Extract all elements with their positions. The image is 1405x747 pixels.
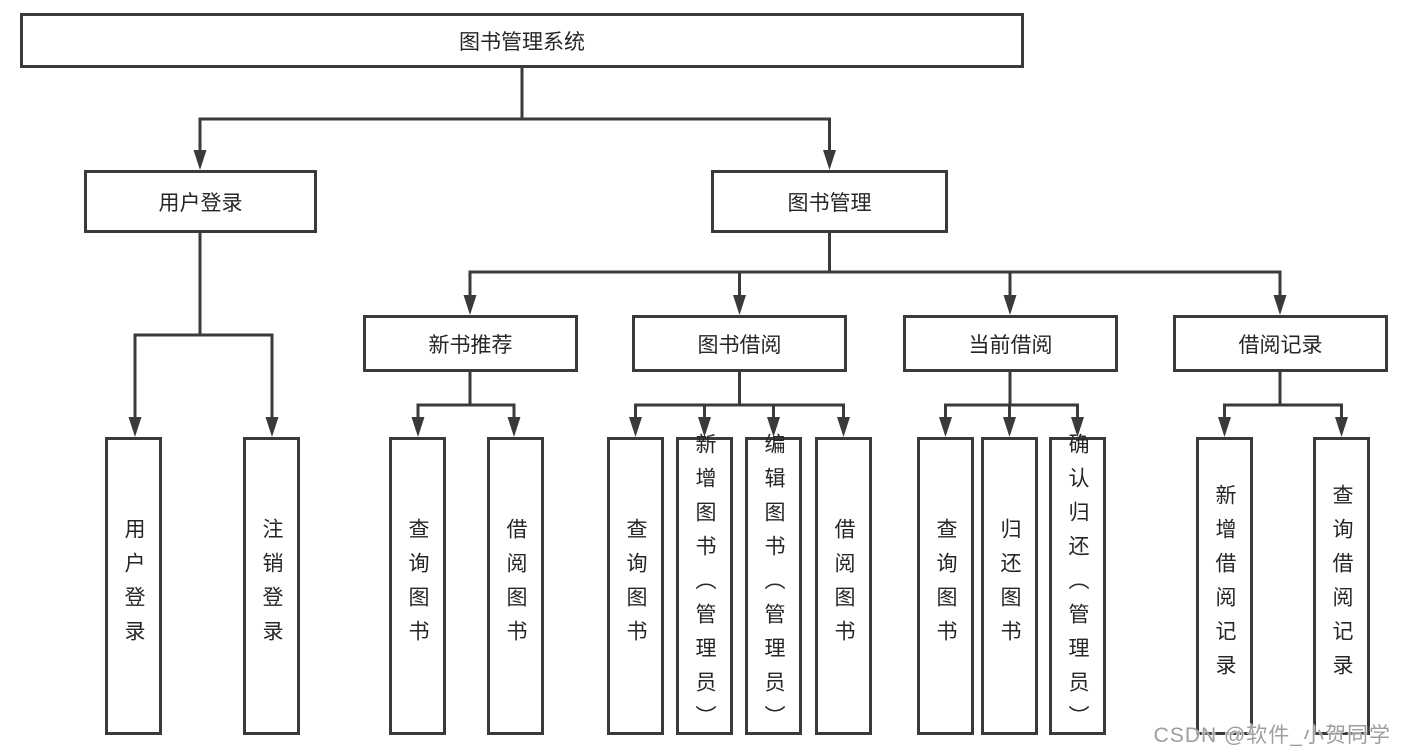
arrowheads: [128, 150, 1348, 437]
connector-borrow-record-branch: [1223, 372, 1343, 420]
leaf-user-login: 用户登录: [105, 437, 162, 735]
arrowhead-icon: [463, 295, 477, 315]
leaf-current-query-books: 查询图书: [917, 437, 974, 735]
node-new-book-recommend: 新书推荐: [363, 315, 578, 372]
leaf-borrow-borrow-books-label: 借阅图书: [832, 518, 855, 654]
leaf-newbook-query-books-label: 查询图书: [406, 518, 429, 654]
arrowhead-icon: [837, 417, 850, 437]
node-current-borrow: 当前借阅: [903, 315, 1118, 372]
arrowhead-icon: [1071, 417, 1084, 437]
arrowhead-icon: [629, 417, 642, 437]
leaf-newbook-borrow-books: 借阅图书: [487, 437, 544, 735]
node-root: 图书管理系统: [20, 13, 1024, 68]
arrowhead-icon: [1003, 295, 1017, 315]
node-root-label: 图书管理系统: [459, 30, 585, 54]
node-book-borrow-label: 图书借阅: [697, 333, 782, 357]
arrowhead-icon: [1273, 295, 1287, 315]
watermark-csdn: CSDN @软件_小贺同学: [1153, 724, 1391, 747]
leaf-current-return-books: 归还图书: [981, 437, 1038, 735]
connector-book-management-to-level3: [468, 233, 1282, 298]
leaf-borrow-edit-books-admin: 编辑图书（管理员）: [745, 433, 802, 739]
arrowhead-icon: [698, 417, 711, 437]
leaf-records-add-record-label: 新增借阅记录: [1213, 484, 1236, 688]
node-user-login: 用户登录: [84, 170, 317, 233]
arrowhead-icon: [128, 417, 142, 437]
connector-book-borrow-branch: [634, 372, 845, 420]
leaf-records-query-record: 查询借阅记录: [1313, 437, 1370, 735]
leaf-borrow-add-books-admin: 新增图书（管理员）: [676, 433, 733, 739]
node-book-borrow: 图书借阅: [632, 315, 847, 372]
arrowhead-icon: [733, 295, 746, 315]
arrowhead-icon: [939, 417, 952, 437]
leaf-current-confirm-return-admin-label: 确认归还（管理员）: [1066, 433, 1089, 739]
node-borrow-records: 借阅记录: [1173, 315, 1388, 372]
leaf-records-query-record-label: 查询借阅记录: [1330, 484, 1353, 688]
leaf-current-return-books-label: 归还图书: [998, 518, 1021, 654]
leaf-logout: 注销登录: [243, 437, 300, 735]
leaf-borrow-edit-books-admin-label: 编辑图书（管理员）: [762, 433, 785, 739]
connector-current-borrow-branch: [944, 372, 1079, 420]
arrowhead-icon: [1335, 417, 1348, 437]
node-current-borrow-label: 当前借阅: [968, 333, 1053, 357]
arrowhead-icon: [193, 150, 207, 170]
arrowhead-icon: [823, 150, 836, 170]
node-borrow-records-label: 借阅记录: [1238, 333, 1323, 357]
leaf-borrow-query-books-label: 查询图书: [624, 518, 647, 654]
arrowhead-icon: [1003, 417, 1016, 437]
connector-user-login-branch: [133, 233, 274, 420]
arrowhead-icon: [767, 417, 780, 437]
leaf-borrow-query-books: 查询图书: [607, 437, 664, 735]
arrowhead-icon: [411, 417, 425, 437]
node-book-management-label: 图书管理: [787, 191, 872, 215]
leaf-borrow-borrow-books: 借阅图书: [815, 437, 872, 735]
leaf-user-login-label: 用户登录: [122, 518, 145, 654]
leaf-newbook-borrow-books-label: 借阅图书: [504, 518, 527, 654]
leaf-logout-label: 注销登录: [260, 518, 283, 654]
connector-new-book-branch: [416, 372, 516, 420]
leaf-current-query-books-label: 查询图书: [934, 518, 957, 654]
leaf-current-confirm-return-admin: 确认归还（管理员）: [1049, 433, 1106, 739]
connector-root-to-level2: [198, 68, 831, 153]
node-user-login-label: 用户登录: [158, 191, 243, 215]
arrowhead-icon: [507, 417, 521, 437]
node-book-management: 图书管理: [711, 170, 948, 233]
leaf-records-add-record: 新增借阅记录: [1196, 437, 1253, 735]
arrowhead-icon: [265, 417, 279, 437]
leaf-newbook-query-books: 查询图书: [389, 437, 446, 735]
leaf-borrow-add-books-admin-label: 新增图书（管理员）: [693, 433, 716, 739]
node-new-book-recommend-label: 新书推荐: [428, 333, 513, 357]
arrowhead-icon: [1218, 417, 1231, 437]
